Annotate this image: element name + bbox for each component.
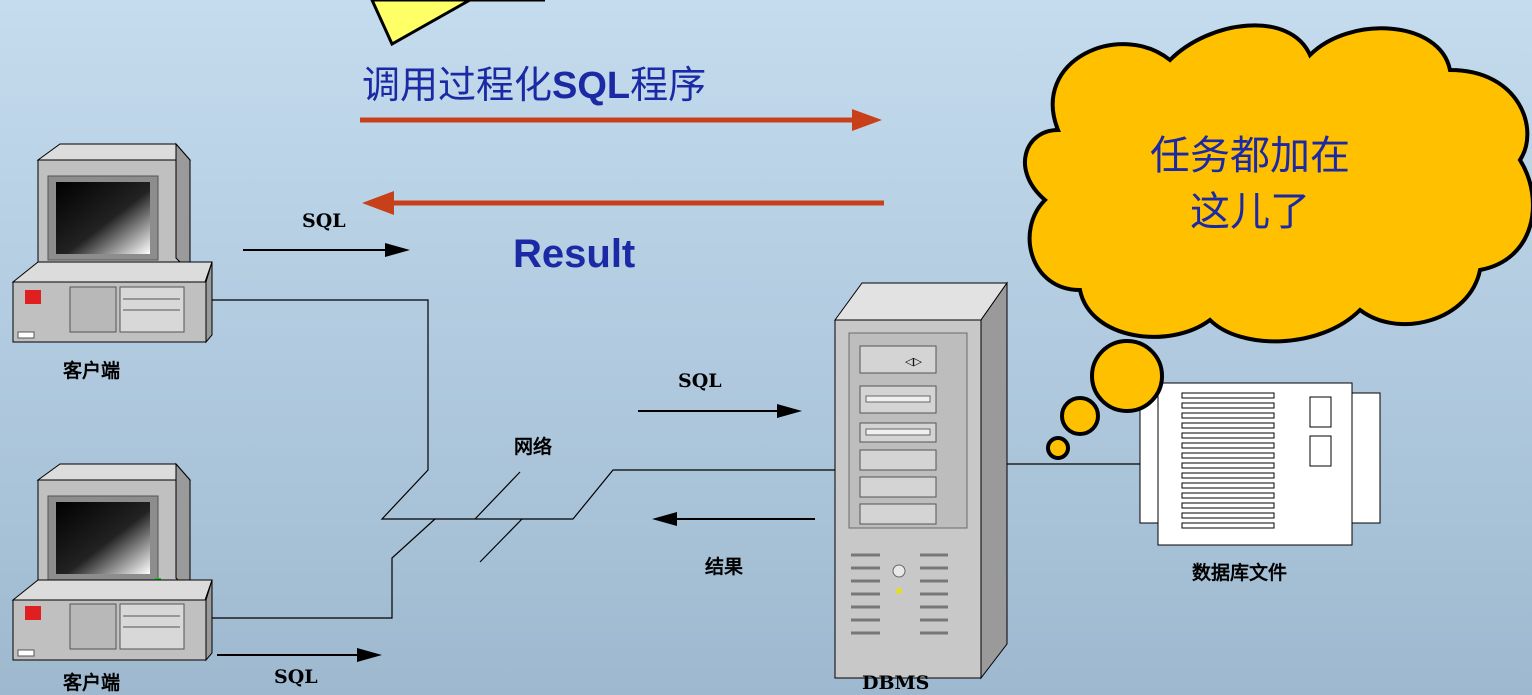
network-label: 网络	[514, 436, 553, 458]
sql-bottom-label: SQL	[274, 666, 318, 688]
dbms-server: ◁▷	[834, 281, 1008, 680]
callout-bubble	[370, 0, 545, 47]
database-file	[1139, 382, 1381, 546]
network-wires	[205, 299, 1140, 619]
call-label-sql: SQL	[552, 65, 631, 107]
client-bottom-label: 客户端	[63, 672, 121, 694]
client-computer-top	[11, 142, 213, 344]
call-label-suffix: 程序	[630, 63, 707, 107]
database-file-label: 数据库文件	[1192, 562, 1288, 584]
sql-server-label: SQL	[678, 370, 722, 392]
sql-arrow-bottom	[217, 648, 382, 662]
client-computer-bottom	[11, 462, 213, 662]
dbms-label: DBMS	[862, 672, 930, 694]
cloud-line-2: 这儿了	[1190, 189, 1310, 235]
result-arrow	[362, 191, 884, 215]
result-arrow-small	[652, 512, 815, 526]
call-arrow	[360, 109, 882, 131]
cloud-text: 任务都加在 这儿了	[1120, 128, 1380, 240]
sql-top-label: SQL	[302, 210, 346, 232]
sql-arrow-server	[638, 404, 802, 418]
svg-text:◁▷: ◁▷	[905, 355, 922, 368]
call-procedural-sql-label: 调用过程化SQL程序	[362, 54, 706, 109]
result-small-label: 结果	[705, 556, 744, 578]
client-top-label: 客户端	[63, 360, 121, 382]
cloud-line-1: 任务都加在	[1150, 133, 1350, 179]
result-label: Result	[513, 232, 636, 276]
call-label-prefix: 调用过程化	[362, 63, 553, 107]
sql-arrow-top	[243, 243, 410, 257]
thought-cloud	[1022, 23, 1532, 460]
